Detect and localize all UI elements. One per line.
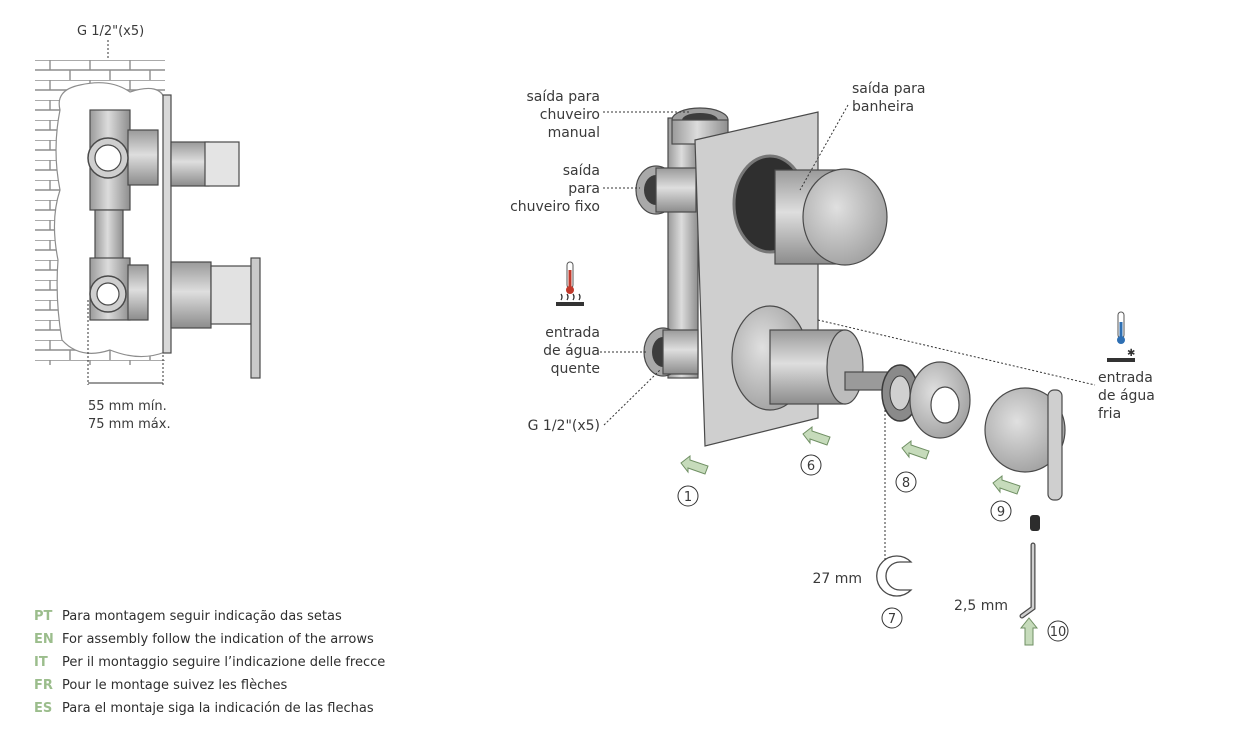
step-marker-8: 8 xyxy=(895,471,917,493)
allen-key-icon xyxy=(1019,542,1036,619)
legend-text: Para montagem seguir indicação das setas xyxy=(62,609,342,624)
label-thread-exploded: G 1/2"(x5) xyxy=(528,418,600,434)
legend-row-es: ES Para el montaje siga la indicación de … xyxy=(34,697,454,720)
assembly-arrow-icon xyxy=(992,474,1021,495)
svg-text:9: 9 xyxy=(997,505,1005,520)
assembly-arrow-icon xyxy=(901,439,930,460)
wall-installation-view: G 1/2"(x5) 55 mm mín. 75 mm máx. xyxy=(35,24,261,432)
legend-text: Para el montaje siga la indicación de la… xyxy=(62,701,374,716)
assembly-legend: PT Para montagem seguir indicação das set… xyxy=(34,605,454,720)
legend-text: Per il montaggio seguire l’indicazione d… xyxy=(62,655,386,670)
step-marker-10: 10 xyxy=(1047,620,1069,642)
step-marker-6: 6 xyxy=(800,454,822,476)
lang-code: EN xyxy=(34,632,54,647)
svg-text:8: 8 xyxy=(902,476,910,491)
wall-thread-label: G 1/2"(x5) xyxy=(77,24,144,39)
lever-handle-bar xyxy=(1047,389,1063,501)
legend-row-pt: PT Para montagem seguir indicação das set… xyxy=(34,605,454,628)
grub-screw xyxy=(1030,515,1040,531)
valve-body-pipe xyxy=(94,209,124,261)
lang-code: FR xyxy=(34,678,53,693)
step-marker-9: 9 xyxy=(990,500,1012,522)
label-fixed-outlet-3: chuveiro fixo xyxy=(510,199,600,215)
legend-text: Pour le montage suivez les flèches xyxy=(62,678,288,693)
depth-max-label: 75 mm máx. xyxy=(88,417,171,432)
lower-side-port xyxy=(127,264,149,321)
legend-row-it: IT Per il montaggio seguire l’indicazione… xyxy=(34,651,454,674)
label-hot-inlet-3: quente xyxy=(551,361,600,377)
label-handshower-outlet-3: manual xyxy=(548,125,600,141)
cold-water-thermometer-icon: ✱ xyxy=(1107,311,1135,362)
label-cold-inlet-1: entrada xyxy=(1098,370,1153,386)
legend-row-fr: FR Pour le montage suivez les flèches xyxy=(34,674,454,697)
label-wrench-size: 27 mm xyxy=(812,571,862,587)
exploded-view: saída para chuveiro manual saída para ch… xyxy=(510,81,1155,646)
assembly-arrow-icon xyxy=(1019,617,1039,646)
label-fixed-outlet-2: para xyxy=(568,181,600,197)
svg-text:10: 10 xyxy=(1050,625,1067,640)
diverter-knob-face xyxy=(802,168,888,266)
label-bath-outlet-2: banheira xyxy=(852,99,914,115)
label-hot-inlet-1: entrada xyxy=(545,325,600,341)
svg-text:1: 1 xyxy=(684,490,692,505)
mixer-lever xyxy=(250,257,261,379)
label-hot-inlet-2: de água xyxy=(543,343,600,359)
c-wrench-icon xyxy=(876,555,913,597)
svg-text:7: 7 xyxy=(888,612,896,627)
lever-handle-body xyxy=(984,387,1066,473)
depth-min-label: 55 mm mín. xyxy=(88,399,167,414)
label-allen-size: 2,5 mm xyxy=(954,598,1008,614)
hot-water-thermometer-icon xyxy=(556,261,584,306)
mixer-knob xyxy=(210,265,252,325)
label-fixed-outlet-1: saída xyxy=(563,163,600,179)
label-handshower-outlet-1: saída para xyxy=(527,89,600,105)
diverter-knob xyxy=(204,141,240,187)
step-marker-7: 7 xyxy=(881,607,903,629)
legend-text: For assembly follow the indication of th… xyxy=(62,632,374,647)
label-bath-outlet-1: saída para xyxy=(852,81,925,97)
cover-plate-side xyxy=(162,94,172,354)
diverter-spindle xyxy=(170,141,210,187)
lang-code: ES xyxy=(34,701,53,716)
assembly-arrow-icon xyxy=(802,425,831,446)
step-marker-1: 1 xyxy=(677,485,699,507)
lang-code: IT xyxy=(34,655,48,670)
assembly-arrow-icon xyxy=(680,454,709,475)
label-handshower-outlet-2: chuveiro xyxy=(540,107,600,123)
svg-text:✱: ✱ xyxy=(1127,348,1135,359)
mixer-spindle xyxy=(170,261,212,329)
svg-text:6: 6 xyxy=(807,459,815,474)
label-cold-inlet-3: fria xyxy=(1098,406,1121,422)
upper-side-port xyxy=(127,129,159,186)
lang-code: PT xyxy=(34,609,53,624)
label-cold-inlet-2: de água xyxy=(1098,388,1155,404)
legend-row-en: EN For assembly follow the indication of … xyxy=(34,628,454,651)
